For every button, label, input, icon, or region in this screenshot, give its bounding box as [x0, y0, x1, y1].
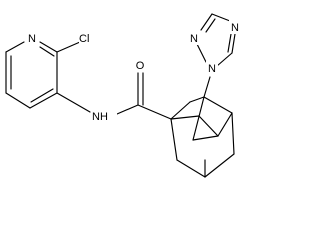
atom-label: N — [208, 63, 216, 75]
bond-n1-n2 — [196, 43, 207, 63]
adamantane-bond — [198, 115, 219, 137]
bond-c3-nh — [56, 92, 91, 113]
triazole-ring — [196, 13, 236, 67]
atom-label: NH — [92, 111, 108, 123]
adamantane-bond — [192, 135, 219, 141]
adamantane-bond — [192, 96, 205, 141]
bond-n1-c2-double — [39, 46, 55, 57]
bond-carbonyl-adamantyl — [137, 104, 172, 120]
adamantane-bond — [170, 101, 191, 120]
adamantane-bond — [231, 112, 235, 155]
atom-cl: Cl — [79, 31, 95, 45]
bond-c4-c5 — [5, 92, 31, 109]
atom-nh: NH — [91, 109, 117, 123]
bond-adamantyl-triazole — [203, 76, 211, 98]
bond-c3-c4 — [29, 92, 58, 109]
bond-c3-n4 — [211, 13, 231, 22]
adamantane-bond — [203, 96, 233, 114]
adamantane-bond — [170, 118, 178, 161]
pyridine-ring — [5, 41, 58, 109]
atom-label: Cl — [79, 33, 89, 45]
adamantane-bond — [176, 159, 206, 178]
atom-o: O — [134, 58, 147, 72]
bond-n2-c3-double — [205, 18, 216, 33]
bond-c5-n1 — [216, 52, 233, 67]
atom-label: O — [136, 60, 145, 72]
bond-n1-c2 — [39, 41, 58, 53]
adamantane-bond — [170, 115, 200, 120]
atom-n-triazole-4: N — [229, 20, 241, 34]
adamantane-bond — [189, 96, 205, 103]
atom-label: N — [190, 33, 198, 45]
bond-c6-n1 — [5, 41, 25, 53]
adamantane-cage — [170, 96, 235, 178]
bond-n4-c5 — [231, 33, 236, 54]
bond-c2-cl — [56, 41, 81, 53]
bond-n2-c3 — [200, 13, 213, 31]
adamantane-bond — [204, 153, 235, 178]
atom-label: N — [231, 22, 239, 34]
bond-nh-carbonyl — [116, 104, 139, 115]
atom-n-triazole-1: N — [206, 61, 218, 75]
atom-n-pyridine: N — [26, 31, 38, 45]
atom-label: N — [28, 33, 36, 45]
adamantane-bond — [217, 112, 233, 137]
molecule-structure: N Cl NH O N N N — [5, 13, 241, 178]
amide-group — [116, 72, 172, 120]
atom-n-triazole-2: N — [188, 31, 200, 45]
bond-c3-c4-double — [30, 88, 54, 103]
bond-n4-c5-double — [227, 33, 232, 53]
